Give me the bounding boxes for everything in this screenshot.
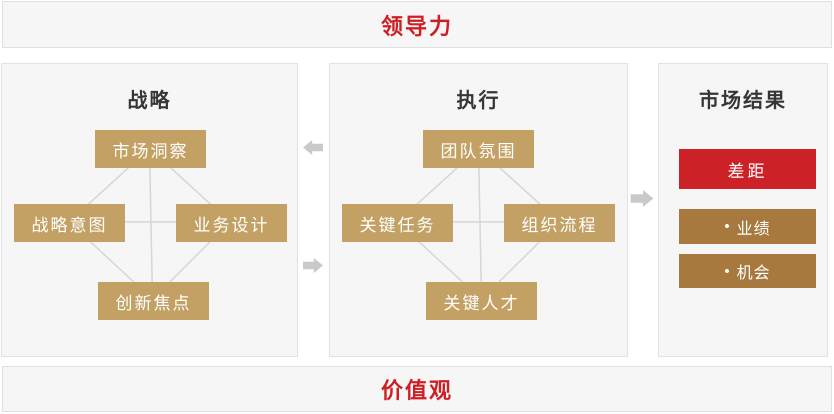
node-strategic-intent: 战略意图 [14,204,125,242]
bullet-icon: • [724,218,731,235]
right-arrow-icon [630,190,654,207]
node-market-insight: 市场洞察 [95,130,206,168]
leadership-bar: 领导力 [2,1,832,48]
result-item-opportunity: • 机会 [679,254,816,288]
node-business-design: 业务设计 [176,204,287,242]
node-team-atmosphere: 团队氛围 [423,130,534,168]
strategy-panel-title: 战略 [127,90,172,112]
node-innovation-focus: 创新焦点 [98,282,209,320]
strategy-panel: 战略 市场洞察 战略意图 业务设计 创新焦点 [1,63,298,357]
values-label: 价值观 [380,378,453,403]
execution-panel: 执行 团队氛围 关键任务 组织流程 关键人才 [329,63,628,357]
leadership-label: 领导力 [380,13,453,39]
execution-panel-title: 执行 [456,90,501,112]
node-org-process: 组织流程 [504,204,615,242]
values-bar: 价值观 [2,366,832,412]
market-results-panel: 市场结果 差距 • 业绩 • 机会 [658,63,828,357]
gap-box: 差距 [679,149,816,189]
bullet-icon: • [724,262,731,280]
result-item-label: 机会 [736,265,771,282]
result-item-performance: • 业绩 [679,209,816,244]
market-results-title: 市场结果 [699,90,787,112]
node-key-tasks: 关键任务 [342,204,453,242]
left-arrow-icon [303,139,323,156]
node-key-talent: 关键人才 [426,282,537,320]
right-arrow-icon [303,257,323,274]
result-item-label: 业绩 [736,220,771,238]
